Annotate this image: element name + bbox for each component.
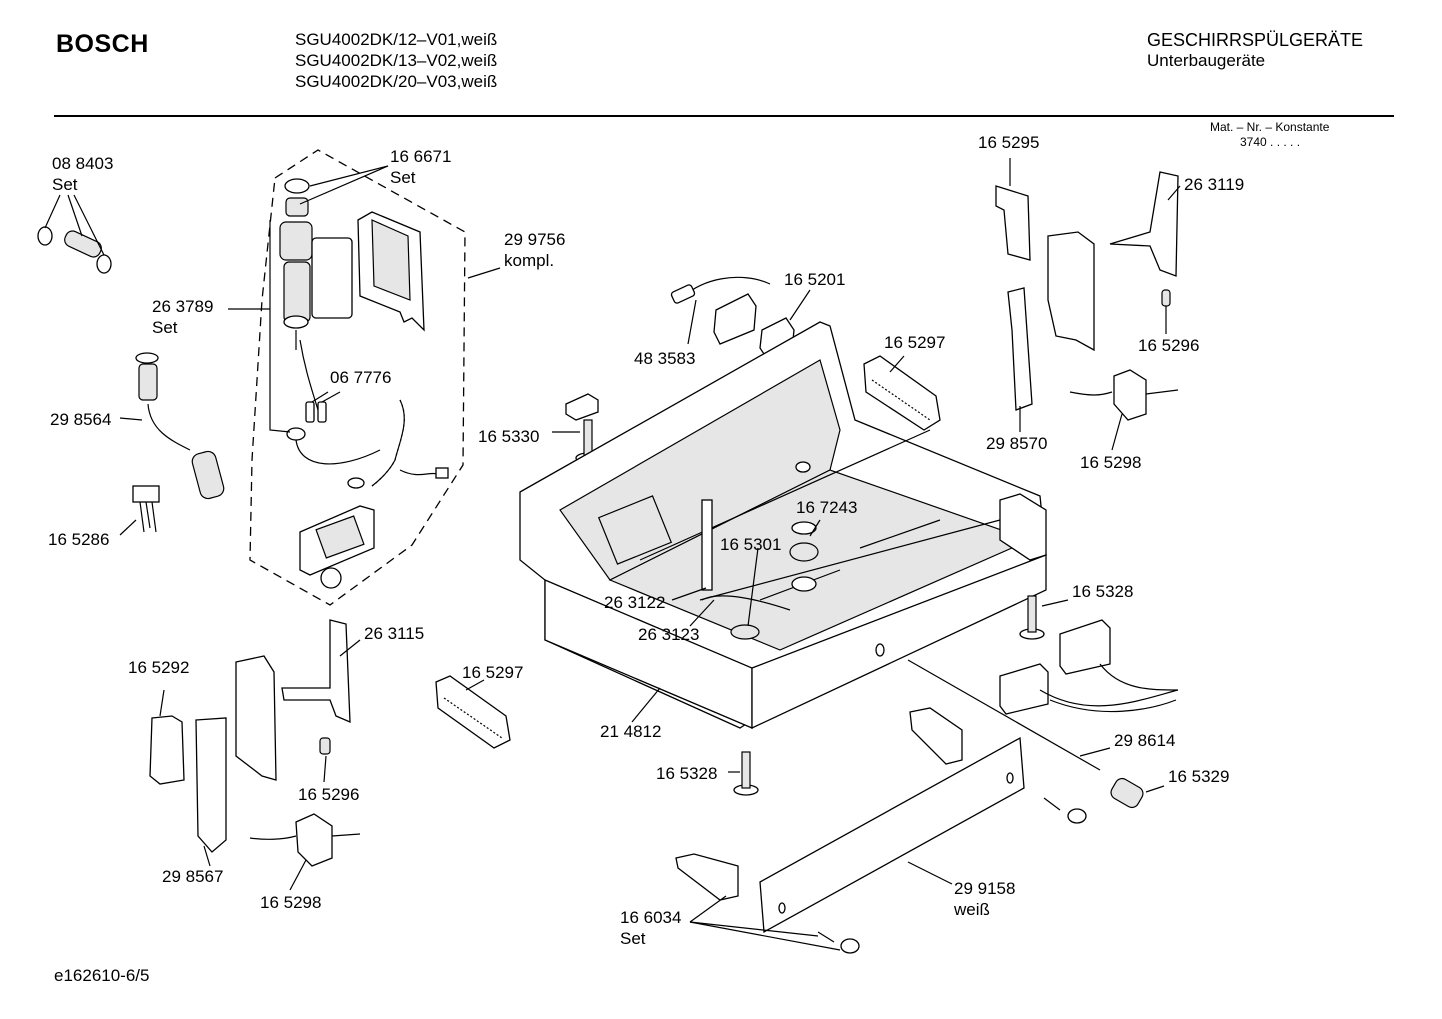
leader-lines — [44, 158, 1181, 951]
clip-drawing — [132, 485, 160, 533]
subcategory-title: Unterbaugeräte — [1147, 51, 1266, 70]
drawing-id: e162610-6/5 — [54, 966, 150, 985]
part-label: 16 5292 — [128, 658, 189, 677]
part-label: 16 5298 — [1080, 453, 1141, 472]
part-label: Set — [52, 175, 78, 194]
part-label: 29 8570 — [986, 434, 1047, 453]
part-label: 16 5298 — [260, 893, 321, 912]
rod-drawing — [907, 659, 1144, 809]
material-number-label: Mat. – Nr. – Konstante — [1210, 120, 1330, 134]
front-panel-drawing — [675, 707, 1087, 954]
connector-cable-drawing — [670, 276, 795, 361]
part-label: 16 5296 — [298, 785, 359, 804]
valve-cover-drawing — [357, 211, 425, 332]
part-label: 26 3123 — [638, 625, 699, 644]
header-divider — [54, 115, 1394, 117]
material-number-value: 3740 . . . . . — [1240, 135, 1301, 149]
part-label: 16 5328 — [1072, 582, 1133, 601]
part-label: 16 5297 — [884, 333, 945, 352]
spring-hose-drawing — [135, 352, 225, 500]
part-label: weiß — [953, 900, 990, 919]
model-number: SGU4002DK/12–V01,weiß — [295, 30, 498, 49]
part-label: 16 6671 — [390, 147, 451, 166]
left-bracket-drawing — [149, 619, 361, 867]
part-label: 26 3119 — [1184, 175, 1244, 194]
sensor-bracket-drawing — [299, 505, 375, 589]
part-label: 16 5296 — [1138, 336, 1199, 355]
heating-element-drawing — [863, 355, 941, 431]
part-label: Set — [390, 168, 416, 187]
model-number: SGU4002DK/13–V02,weiß — [295, 51, 498, 70]
part-label: Set — [620, 929, 646, 948]
water-valve-drawing — [279, 178, 353, 350]
hose-clamp-set-drawing — [37, 226, 112, 274]
part-label: Set — [152, 318, 178, 337]
part-label: 16 6034 — [620, 908, 681, 927]
part-label: 16 5201 — [784, 270, 845, 289]
part-label: 08 8403 — [52, 154, 113, 173]
part-label: 29 9158 — [954, 879, 1015, 898]
heating-element-drawing — [435, 675, 511, 749]
part-label: 16 5328 — [656, 764, 717, 783]
part-label: 26 3789 — [152, 297, 213, 316]
wire-connectors-drawing — [286, 339, 381, 465]
part-label: 29 9756 — [504, 230, 565, 249]
model-number: SGU4002DK/20–V03,weiß — [295, 72, 498, 91]
part-label: 16 5295 — [978, 133, 1039, 152]
part-label: 06 7776 — [330, 368, 391, 387]
part-label: 29 8567 — [162, 867, 223, 886]
part-label: 26 3115 — [364, 624, 424, 643]
part-label: 26 3122 — [604, 593, 665, 612]
part-label: 16 5286 — [48, 530, 109, 549]
sump-parts-drawing — [701, 521, 819, 640]
part-label: 16 5297 — [462, 663, 523, 682]
part-label: 16 7243 — [796, 498, 857, 517]
part-label: 16 5301 — [720, 535, 781, 554]
cable-harness-drawing — [999, 619, 1179, 715]
right-bracket-drawing — [995, 171, 1179, 421]
brand-logo: BOSCH — [56, 30, 149, 58]
assembly-boundary — [249, 149, 466, 606]
part-label: 16 5330 — [478, 427, 539, 446]
category-title: GESCHIRRSPÜLGERÄTE — [1147, 30, 1364, 50]
part-label: 21 4812 — [600, 722, 661, 741]
part-label: 29 8564 — [50, 410, 111, 429]
adjustable-foot-drawing — [733, 595, 1045, 796]
part-label: 48 3583 — [634, 349, 695, 368]
corrugated-hose-drawing — [347, 399, 449, 489]
part-label: 29 8614 — [1114, 731, 1175, 750]
part-label: kompl. — [504, 251, 554, 270]
part-label: 16 5329 — [1168, 767, 1229, 786]
base-tub-drawing — [519, 321, 1047, 730]
